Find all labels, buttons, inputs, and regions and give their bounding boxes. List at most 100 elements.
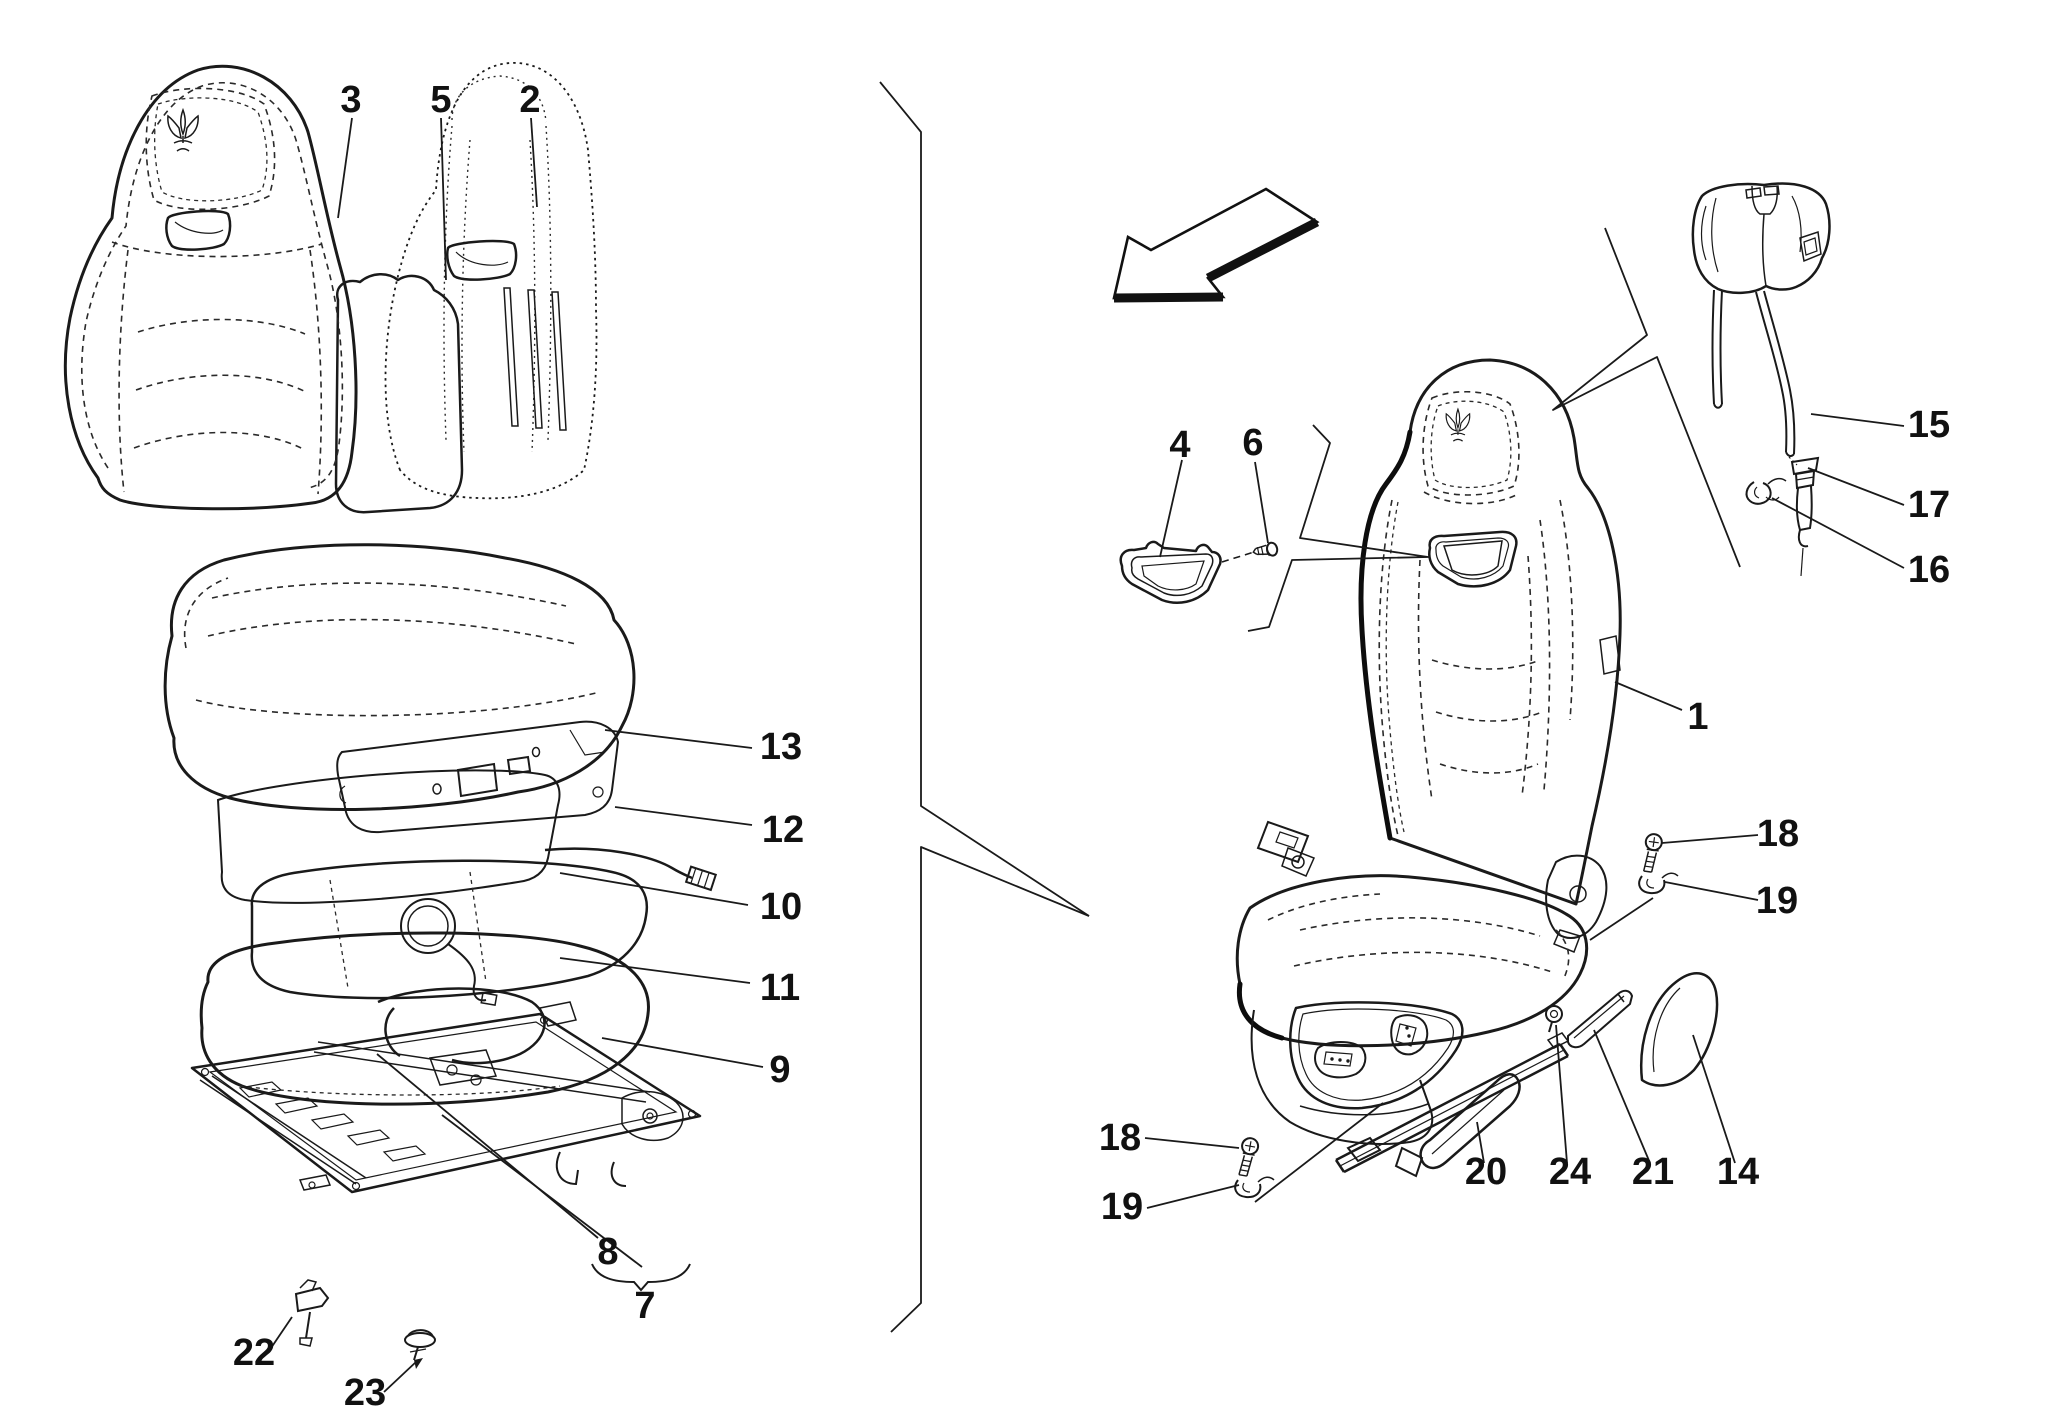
leader-line-24	[1555, 1024, 1568, 1164]
section-guide-line-2	[890, 846, 1090, 1333]
callout-1: 1	[1687, 696, 1708, 738]
callout-17: 17	[1908, 484, 1950, 526]
section-guide-line-1	[879, 81, 1090, 917]
leader-line-15	[1810, 413, 1905, 427]
callout-24: 24	[1549, 1151, 1591, 1193]
leader-line-19	[1146, 1184, 1240, 1209]
heater-cable	[544, 847, 693, 880]
leader-line-17	[1807, 467, 1905, 506]
callout-22: 22	[233, 1332, 275, 1374]
seatbelt-buckle	[1256, 820, 1316, 877]
callout-18: 18	[1757, 813, 1799, 855]
leader-line-16	[1771, 497, 1905, 569]
rear-cover-handle	[446, 239, 518, 281]
leader-line-11	[559, 957, 751, 984]
leader-line-4	[1159, 459, 1183, 558]
trim-screw	[1252, 541, 1279, 557]
section-guide-line-6	[1254, 1102, 1384, 1203]
leader-line-8	[376, 1053, 599, 1239]
seat-switch-icon	[1314, 1041, 1367, 1079]
leader-line-14	[1692, 1034, 1736, 1164]
leader-line-10	[559, 872, 749, 906]
group-brace-7	[591, 1263, 691, 1292]
callout-4: 4	[1169, 424, 1190, 466]
leader-line-8	[441, 1114, 643, 1268]
leader-line-1	[1614, 681, 1683, 711]
arrow-layer	[1112, 187, 1320, 303]
seat-rail	[1334, 1032, 1570, 1174]
callout-11: 11	[760, 967, 800, 1009]
headrest	[1691, 182, 1831, 466]
seat-adjust-switch-panel	[1288, 1001, 1464, 1116]
section-guide-line-5	[1589, 897, 1654, 941]
leader-line-18	[1661, 834, 1759, 844]
callout-23: 23	[344, 1372, 386, 1408]
direction-arrow-edge-2	[1113, 292, 1224, 303]
leader-line-3	[337, 117, 353, 219]
callout-10: 10	[760, 886, 802, 928]
callout-13: 13	[760, 726, 802, 768]
seat-pan	[336, 720, 620, 834]
callout-19: 19	[1101, 1186, 1143, 1228]
callout-15: 15	[1908, 404, 1950, 446]
vent-trim-bezel	[1119, 540, 1255, 604]
leader-line-13	[604, 729, 753, 749]
headrest-posts	[1711, 289, 1796, 458]
clip-19-right	[1638, 872, 1679, 895]
maserati-trident-icon	[167, 107, 199, 152]
backrest-rear-cover	[384, 62, 598, 500]
direction-arrow-edge-1	[1205, 217, 1320, 283]
backrest-vent	[1428, 530, 1518, 588]
maserati-trident-icon	[1445, 407, 1471, 442]
guide-bushing	[1790, 456, 1820, 577]
callout-6: 6	[1242, 422, 1263, 464]
callout-16: 16	[1908, 549, 1950, 591]
side-cover-panel	[1640, 972, 1719, 1087]
bolt-18-left	[1238, 1137, 1260, 1177]
heater-mat	[216, 769, 718, 904]
backrest-front-cover	[63, 64, 358, 511]
callout-14: 14	[1717, 1151, 1759, 1193]
backrest-switch-icon	[1390, 1014, 1429, 1056]
callout-3: 3	[340, 79, 361, 121]
leader-line-23	[383, 1360, 418, 1393]
assembled-view-group	[1119, 182, 1831, 1199]
leader-line-20	[1476, 1121, 1485, 1164]
leader-line-19	[1664, 881, 1759, 901]
leader-line-21	[1593, 1029, 1651, 1164]
sensor-bracket	[294, 1279, 330, 1347]
callout-7: 7	[634, 1285, 655, 1327]
leader-line-6	[1254, 461, 1269, 544]
callout-12: 12	[762, 809, 804, 851]
callout-5: 5	[430, 79, 451, 121]
guide-layer	[879, 81, 1741, 1333]
callout-8: 8	[597, 1231, 618, 1273]
direction-arrow-icon	[1112, 187, 1320, 300]
callout-2: 2	[519, 79, 540, 121]
section-guide-line-4	[1552, 227, 1741, 568]
cushion-cover	[163, 543, 636, 811]
assembled-seat	[1235, 358, 1622, 1174]
exploded-view-group	[63, 62, 718, 1369]
callout-19: 19	[1756, 880, 1798, 922]
rail-trim-strip	[1567, 989, 1634, 1049]
front-cover-handle	[165, 209, 232, 251]
rail-screw-24	[1545, 1005, 1563, 1033]
cushion-pad	[250, 859, 649, 1007]
cushion-trim	[199, 931, 650, 1106]
bolt-18-right	[1642, 833, 1663, 873]
callout-20: 20	[1465, 1151, 1507, 1193]
callout-21: 21	[1632, 1151, 1674, 1193]
rail-cover	[1394, 1073, 1521, 1178]
retaining-clip	[1745, 477, 1787, 505]
leader-line-12	[614, 806, 753, 826]
leader-line-18	[1144, 1137, 1240, 1149]
section-guide-line-3	[1247, 424, 1429, 632]
leader-line-5	[440, 117, 447, 281]
recliner-cover	[1545, 854, 1608, 953]
lumbar-pad	[334, 273, 464, 514]
headrest-panel-stitch	[145, 87, 276, 211]
